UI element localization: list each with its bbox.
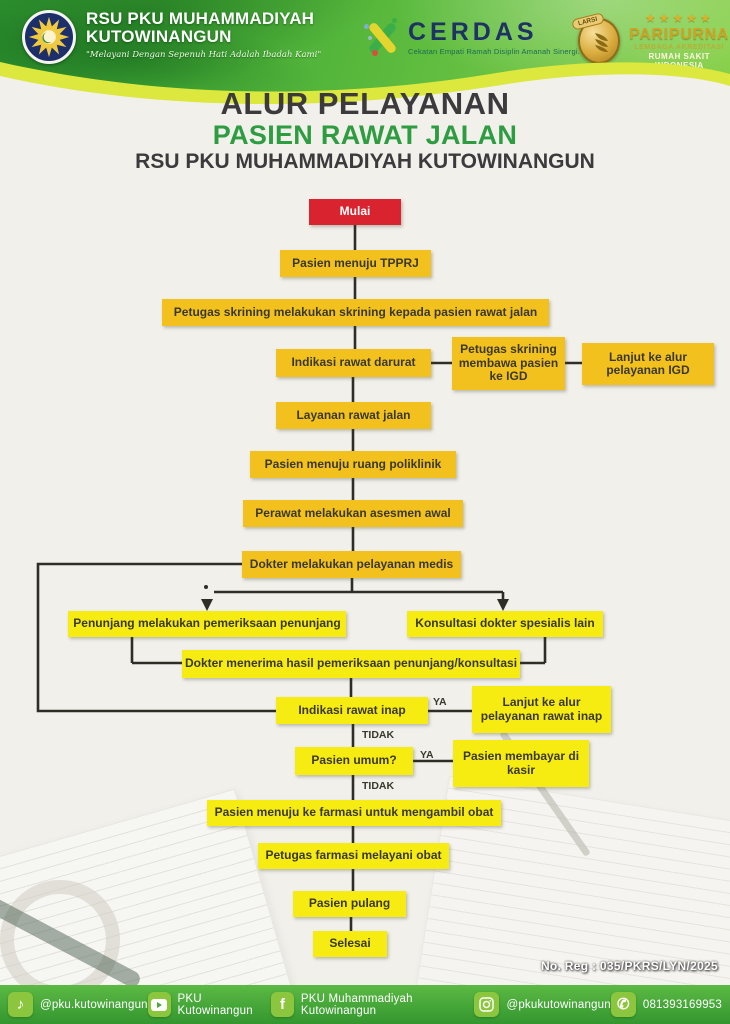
title-line1: ALUR PELAYANAN: [220, 86, 510, 121]
facebook-handle: PKU Muhammadiyah Kutowinangun: [300, 992, 413, 1017]
node-mulai: Mulai: [309, 199, 401, 225]
instagram-handle: @pkukutowinangun: [506, 998, 611, 1011]
node-skrining: Petugas skrining melakukan skrining kepa…: [162, 299, 549, 326]
node-layanan-rawat-jalan: Layanan rawat jalan: [276, 402, 431, 429]
node-alur-igd: Lanjut ke alur pelayanan IGD: [582, 343, 714, 385]
larsi-medal-icon: LARSI: [571, 12, 621, 65]
footer-item-facebook: f PKU Muhammadiyah Kutowinangun: [271, 992, 474, 1017]
node-bawa-igd: Petugas skrining membawa pasien ke IGD: [452, 337, 565, 390]
hospital-name: RSU PKU MUHAMMADIYAH: [86, 9, 315, 28]
tiktok-handle: @pku.kutowinangun: [40, 998, 148, 1011]
cerdas-logo: CERDAS Cekatan Empati Ramah Disiplin Ama…: [362, 16, 580, 60]
hospital-city: KUTOWINANGUN: [86, 27, 232, 47]
label-ya-pasien-umum: YA: [420, 749, 434, 761]
whatsapp-icon: ✆: [610, 992, 636, 1017]
youtube-icon: [147, 992, 171, 1017]
node-kasir: Pasien membayar di kasir: [453, 740, 589, 787]
label-tidak-rawat-inap: TIDAK: [362, 729, 395, 741]
node-tpprj: Pasien menuju TPPRJ: [280, 250, 431, 277]
facebook-icon: f: [271, 992, 294, 1017]
poster-title-block: ALUR PELAYANAN PASIEN RAWAT JALAN RSU PK…: [0, 86, 730, 174]
title-line2: PASIEN RAWAT JALAN: [212, 119, 518, 150]
cerdas-tagline: Cekatan Empati Ramah Disiplin Amanah Sin…: [408, 47, 580, 56]
node-alur-inap: Lanjut ke alur pelayanan rawat inap: [472, 686, 611, 733]
cerdas-wordmark: CERDAS: [408, 18, 538, 46]
registration-number: No. Reg : 035/PKRS/LYN/2025: [540, 959, 718, 973]
header-banner: RSU PKU MUHAMMADIYAH KUTOWINANGUN "Melay…: [0, 0, 730, 140]
hospital-identity: RSU PKU MUHAMMADIYAH KUTOWINANGUN "Melay…: [22, 9, 322, 64]
header-wave: [0, 62, 730, 112]
node-penunjang: Penunjang melakukan pemeriksaan penunjan…: [68, 611, 346, 637]
node-hasil-pemeriksaan: Dokter menerima hasil pemeriksaan penunj…: [182, 650, 520, 678]
label-ya-rawat-inap: YA: [433, 696, 447, 708]
instagram-icon: [474, 992, 500, 1017]
node-konsultasi: Konsultasi dokter spesialis lain: [407, 611, 603, 637]
hospital-motto: "Melayani Dengan Sepenuh Hati Adalah Iba…: [86, 49, 322, 60]
label-tidak-pasien-umum: TIDAK: [362, 780, 395, 792]
whatsapp-number: 081393169953: [642, 998, 722, 1011]
node-pasien-umum: Pasien umum?: [295, 747, 413, 775]
node-pelayanan-medis: Dokter melakukan pelayanan medis: [242, 551, 461, 578]
accreditation-level: PARIPURNA: [629, 25, 730, 43]
title-line3: RSU PKU MUHAMMADIYAH KUTOWINANGUN: [135, 149, 595, 173]
accreditation-org-line1: LEMBAGA AKREDITASI: [634, 43, 725, 51]
footer-item-instagram: @pkukutowinangun: [474, 992, 611, 1017]
footer-item-youtube: PKU Kutowinangun: [147, 992, 271, 1017]
cerdas-x-icon: [362, 16, 402, 60]
node-farmasi: Pasien menuju ke farmasi untuk mengambil…: [207, 800, 501, 826]
muhammadiyah-logo-icon: [22, 10, 76, 64]
youtube-handle: PKU Kutowinangun: [177, 992, 253, 1017]
node-indikasi-inap: Indikasi rawat inap: [276, 697, 428, 724]
footer-social-bar: ♪ @pku.kutowinangun PKU Kutowinangun f P…: [0, 985, 730, 1024]
five-stars-icon: ★★★★★: [644, 11, 714, 25]
node-indikasi-darurat: Indikasi rawat darurat: [276, 349, 431, 377]
node-asesmen-awal: Perawat melakukan asesmen awal: [243, 500, 463, 527]
node-poliklinik: Pasien menuju ruang poliklinik: [250, 451, 456, 478]
node-selesai: Selesai: [313, 931, 387, 957]
node-petugas-farmasi: Petugas farmasi melayani obat: [258, 843, 449, 869]
footer-item-whatsapp: ✆ 081393169953: [610, 992, 722, 1017]
footer-item-tiktok: ♪ @pku.kutowinangun: [8, 992, 148, 1017]
node-pulang: Pasien pulang: [293, 891, 406, 917]
tiktok-icon: ♪: [8, 992, 33, 1017]
